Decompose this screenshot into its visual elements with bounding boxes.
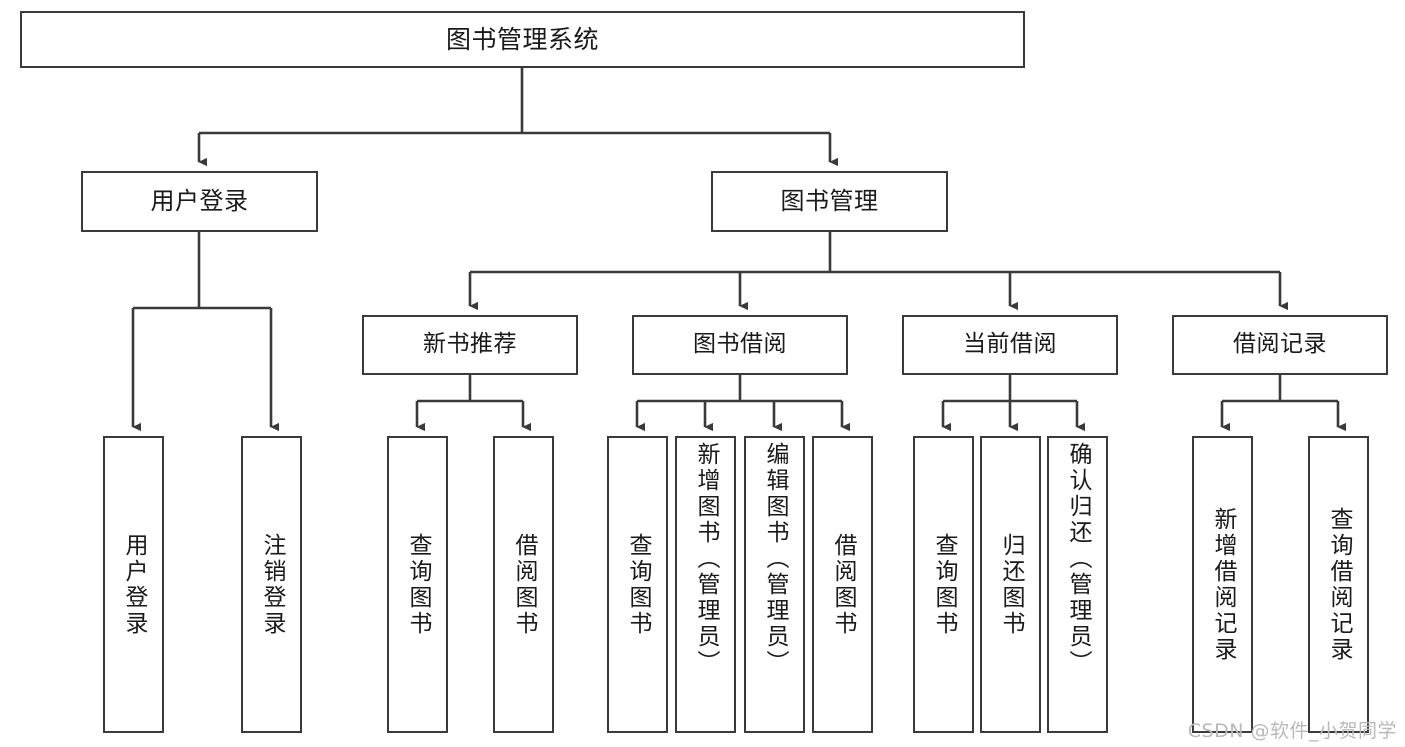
node-leaf-add-record-label: 新增借阅记录 xyxy=(1210,506,1236,663)
node-leaf-confirm-return[interactable]: 确认归还（管理员） xyxy=(1047,436,1108,733)
node-book-borrow[interactable]: 图书借阅 xyxy=(632,315,848,375)
node-leaf-edit-book[interactable]: 编辑图书（管理员） xyxy=(744,436,805,733)
node-leaf-query-book-3-label: 查询图书 xyxy=(931,532,957,637)
node-leaf-add-book-label: 新增图书（管理员） xyxy=(693,442,719,676)
node-leaf-query-book-1[interactable]: 查询图书 xyxy=(387,436,448,733)
node-current-borrow[interactable]: 当前借阅 xyxy=(902,315,1118,375)
node-borrow-record-label: 借阅记录 xyxy=(1233,331,1327,358)
node-leaf-return-book[interactable]: 归还图书 xyxy=(980,436,1041,733)
node-leaf-borrow-book-2-label: 借阅图书 xyxy=(830,532,856,637)
node-root[interactable]: 图书管理系统 xyxy=(20,11,1025,68)
node-book-manage[interactable]: 图书管理 xyxy=(711,171,948,232)
node-leaf-user-login-label: 用户登录 xyxy=(121,532,147,637)
node-leaf-return-book-label: 归还图书 xyxy=(998,532,1024,637)
node-leaf-borrow-book-2[interactable]: 借阅图书 xyxy=(812,436,873,733)
node-leaf-query-book-2[interactable]: 查询图书 xyxy=(607,436,668,733)
node-current-borrow-label: 当前借阅 xyxy=(963,331,1057,358)
node-leaf-user-logout-label: 注销登录 xyxy=(259,532,285,637)
node-user-login-label: 用户登录 xyxy=(150,187,249,216)
node-leaf-query-book-1-label: 查询图书 xyxy=(405,532,431,637)
node-leaf-user-logout[interactable]: 注销登录 xyxy=(241,436,302,733)
node-root-label: 图书管理系统 xyxy=(445,24,599,54)
node-new-book-recommend-label: 新书推荐 xyxy=(423,331,517,358)
node-book-manage-label: 图书管理 xyxy=(780,187,879,216)
node-leaf-query-record[interactable]: 查询借阅记录 xyxy=(1308,436,1369,733)
node-borrow-record[interactable]: 借阅记录 xyxy=(1172,315,1388,375)
node-leaf-user-login[interactable]: 用户登录 xyxy=(103,436,164,733)
node-leaf-borrow-book-1-label: 借阅图书 xyxy=(511,532,537,637)
node-user-login[interactable]: 用户登录 xyxy=(81,171,318,232)
node-leaf-query-book-2-label: 查询图书 xyxy=(625,532,651,637)
node-leaf-confirm-return-label: 确认归还（管理员） xyxy=(1065,442,1091,676)
node-leaf-add-record[interactable]: 新增借阅记录 xyxy=(1192,436,1253,733)
node-leaf-query-record-label: 查询借阅记录 xyxy=(1326,506,1352,663)
node-leaf-edit-book-label: 编辑图书（管理员） xyxy=(762,442,788,676)
node-leaf-query-book-3[interactable]: 查询图书 xyxy=(913,436,974,733)
node-new-book-recommend[interactable]: 新书推荐 xyxy=(362,315,578,375)
node-leaf-add-book[interactable]: 新增图书（管理员） xyxy=(675,436,736,733)
node-book-borrow-label: 图书借阅 xyxy=(693,331,787,358)
node-leaf-borrow-book-1[interactable]: 借阅图书 xyxy=(493,436,554,733)
